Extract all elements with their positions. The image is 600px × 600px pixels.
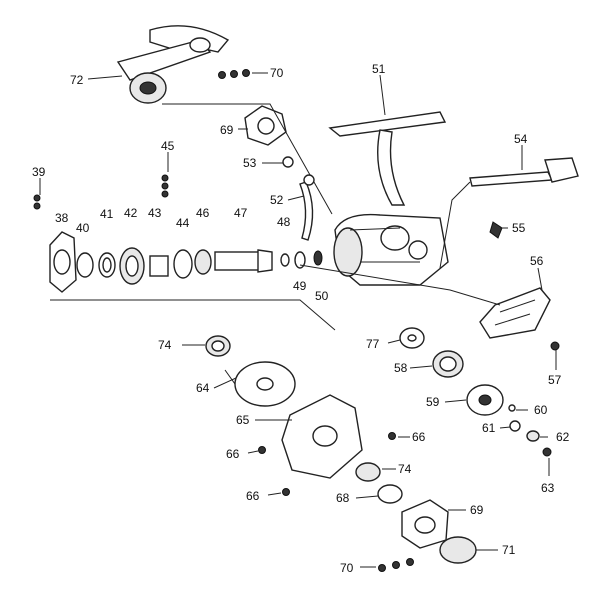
callout-52: 52 bbox=[270, 193, 284, 207]
callout-53: 53 bbox=[243, 156, 257, 170]
callout-60: 60 bbox=[534, 403, 548, 417]
callout-54: 54 bbox=[514, 132, 528, 146]
callout-70-top: 70 bbox=[270, 66, 284, 80]
bolt-53 bbox=[282, 156, 294, 168]
leader-lines bbox=[39, 72, 557, 568]
callout-44: 44 bbox=[176, 216, 190, 230]
callout-43: 43 bbox=[148, 206, 162, 220]
callout-45: 45 bbox=[161, 139, 175, 153]
callout-50: 50 bbox=[315, 289, 329, 303]
callout-46: 46 bbox=[196, 206, 210, 220]
screw-57 bbox=[550, 341, 560, 351]
callout-69-top: 69 bbox=[220, 123, 234, 137]
callout-41: 41 bbox=[100, 207, 114, 221]
callout-59: 59 bbox=[426, 395, 440, 409]
cap-69-top bbox=[244, 105, 287, 146]
callout-58: 58 bbox=[394, 361, 408, 375]
part-55 bbox=[489, 221, 503, 239]
shaft-row bbox=[49, 231, 323, 293]
callout-56: 56 bbox=[530, 254, 544, 268]
callout-66-right: 66 bbox=[412, 430, 426, 444]
reel-body-51 bbox=[328, 111, 449, 286]
callout-48: 48 bbox=[277, 215, 291, 229]
screws-45 bbox=[161, 174, 169, 198]
callout-55: 55 bbox=[512, 221, 526, 235]
callout-66-left: 66 bbox=[226, 447, 240, 461]
callout-38: 38 bbox=[55, 211, 69, 225]
lower-assembly bbox=[205, 327, 552, 572]
bail-wire-54 bbox=[439, 157, 579, 269]
callout-65: 65 bbox=[236, 413, 250, 427]
callout-74-left: 74 bbox=[158, 338, 172, 352]
callout-51: 51 bbox=[372, 62, 386, 76]
callout-57: 57 bbox=[548, 373, 562, 387]
callout-72: 72 bbox=[70, 73, 84, 87]
callout-39: 39 bbox=[32, 165, 46, 179]
callout-69-bottom: 69 bbox=[470, 503, 484, 517]
callout-40: 40 bbox=[76, 221, 90, 235]
spring-52 bbox=[299, 181, 314, 241]
callout-77: 77 bbox=[366, 337, 380, 351]
callout-71: 71 bbox=[502, 543, 516, 557]
callout-49: 49 bbox=[293, 279, 307, 293]
callout-63: 63 bbox=[541, 481, 555, 495]
callout-68: 68 bbox=[336, 491, 350, 505]
callout-42: 42 bbox=[124, 206, 138, 220]
screws-39 bbox=[33, 194, 41, 210]
screws-70-top bbox=[218, 69, 250, 79]
handle-assembly bbox=[116, 25, 230, 104]
callouts: 72 70 51 69 54 45 53 39 52 38 40 41 42 4… bbox=[32, 62, 570, 575]
callout-70-bottom: 70 bbox=[340, 561, 354, 575]
callout-66-bottom: 66 bbox=[246, 489, 260, 503]
callout-61: 61 bbox=[482, 421, 496, 435]
callout-62: 62 bbox=[556, 430, 570, 444]
callout-64: 64 bbox=[196, 381, 210, 395]
bail-holder-56 bbox=[479, 287, 551, 339]
callout-74-right: 74 bbox=[398, 462, 412, 476]
callout-47: 47 bbox=[234, 206, 248, 220]
